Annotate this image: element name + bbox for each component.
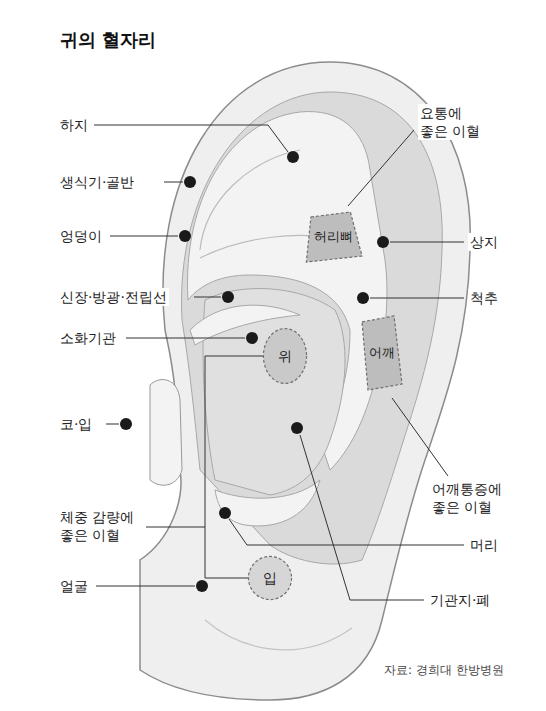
leader-line: [110, 236, 178, 237]
leader-line: [126, 338, 245, 339]
point-label: 상지: [468, 233, 500, 251]
scapha: [182, 92, 443, 564]
lobe-crease: [205, 620, 352, 650]
leader-line: [194, 297, 221, 298]
acupoint-dot: [291, 422, 303, 434]
leader-line: [96, 586, 195, 587]
region-text: 입: [263, 570, 277, 587]
point-label: 척추: [468, 289, 500, 307]
leader-line: [370, 298, 464, 299]
region-outline: [248, 556, 291, 599]
point-label: 어깨통증에 좋은 이혈: [430, 480, 514, 516]
leader-line: [94, 125, 288, 152]
leader-line: [164, 182, 183, 183]
point-label: 생식기·골반: [58, 173, 136, 191]
tragus: [150, 380, 182, 486]
acupoint-dot: [222, 291, 234, 303]
acupoint-dot: [377, 236, 389, 248]
point-label: 머리: [468, 536, 500, 554]
point-label: 엉덩이: [58, 227, 104, 245]
region-outline: [306, 212, 362, 262]
leader-line: [348, 130, 414, 206]
point-label: 체중 감량에 좋은 이혈: [58, 508, 144, 544]
acupoint-region: 입: [248, 556, 292, 600]
bracket-connector: [205, 356, 263, 578]
leader-line: [300, 435, 424, 600]
acupoint-region: 허리뼈: [304, 212, 362, 262]
point-label: 하지: [58, 116, 90, 134]
point-label: 신장·방광·전립선: [58, 288, 169, 306]
antitragus: [215, 480, 320, 526]
region-text: 위: [278, 348, 292, 365]
leader-line: [106, 424, 119, 425]
acupoint-dot: [179, 230, 191, 242]
leader-line: [392, 398, 448, 476]
point-label: 얼굴: [58, 577, 90, 595]
acupoint-region: 위: [263, 328, 307, 384]
diagram-title: 귀의 혈자리: [60, 28, 156, 52]
acupoint-dot: [287, 151, 299, 163]
acupoint-dot: [196, 580, 208, 592]
fossa-crease: [200, 150, 300, 250]
region-text: 어깨: [369, 345, 395, 361]
ear-outline: [140, 62, 470, 700]
region-outline: [362, 316, 402, 390]
leader-line: [146, 527, 205, 528]
point-label: 요통에 좋은 이혈: [418, 104, 492, 140]
region-outline: [263, 329, 306, 384]
leader-line: [390, 242, 464, 243]
acupoint-region: 어깨: [362, 316, 402, 390]
point-label: 코·입: [58, 415, 94, 433]
region-text: 허리뼈: [314, 229, 353, 245]
point-label: 소화기관: [58, 329, 118, 347]
acupoint-dot: [246, 332, 258, 344]
acupoint-dot: [184, 176, 196, 188]
acupoint-dot: [219, 507, 231, 519]
leader-line: [229, 519, 464, 545]
acupoint-dot: [120, 418, 132, 430]
source-caption: 자료: 경희대 한방병원: [384, 662, 504, 679]
point-label: 기관지·폐: [428, 591, 492, 609]
acupoint-dot: [357, 292, 369, 304]
